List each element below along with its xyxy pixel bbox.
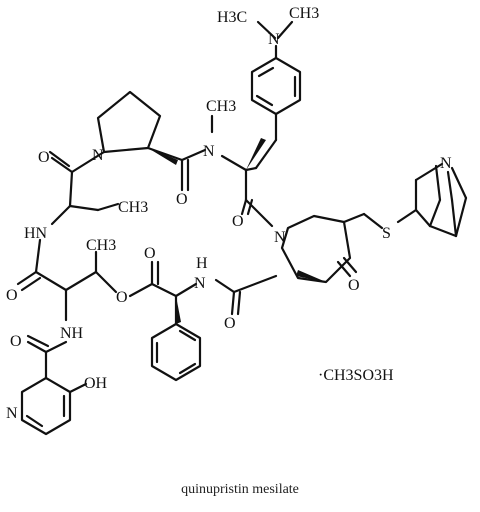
- stereo-wedge: [296, 270, 326, 282]
- atom-label: HN: [24, 225, 48, 242]
- atom-label: OH: [84, 375, 108, 392]
- atom-label: CH3: [86, 237, 116, 254]
- atom-label: N: [274, 229, 286, 246]
- stereo-wedge: [148, 148, 178, 165]
- aminobutyryl-segment: [16, 150, 120, 292]
- threonine-segment: [64, 250, 178, 322]
- atom-label: N: [268, 31, 280, 48]
- atom-label: O: [116, 289, 128, 306]
- atom-label: N: [6, 405, 18, 422]
- stereo-wedge: [176, 296, 181, 324]
- atom-label: S: [382, 225, 391, 242]
- figure-caption: quinupristin mesilate: [181, 482, 299, 497]
- atom-label: N: [92, 147, 104, 164]
- atom-label: CH3: [118, 199, 148, 216]
- atom-label: N: [440, 155, 452, 172]
- n-methyl-amide: [180, 114, 274, 228]
- atom-label: O: [224, 315, 236, 332]
- atom-label: N: [203, 143, 215, 160]
- atom-label: O: [348, 277, 360, 294]
- atom-label: O: [6, 287, 18, 304]
- atom-label: N: [194, 275, 206, 292]
- salt-label: ·CH3SO3H: [318, 367, 394, 384]
- dimethylaminophenyl-group: [250, 20, 302, 170]
- hydroxypicolinoyl-group: [20, 334, 88, 436]
- phenylglycine-segment: [150, 274, 278, 382]
- atom-label: H3C: [217, 9, 247, 26]
- stereo-wedge: [246, 138, 266, 170]
- atom-label: H: [196, 255, 208, 272]
- atom-label: O: [38, 149, 50, 166]
- atom-label: O: [144, 245, 156, 262]
- atom-label: CH3: [289, 5, 319, 22]
- atom-label: NH: [60, 325, 84, 342]
- atom-label: O: [232, 213, 244, 230]
- proline-ring: [70, 90, 184, 174]
- atom-label: CH3: [206, 98, 236, 115]
- atom-label: O: [10, 333, 22, 350]
- quinuclidine-cage: [414, 162, 468, 238]
- oxopipecolic-ring: [280, 208, 418, 284]
- atom-label: O: [176, 191, 188, 208]
